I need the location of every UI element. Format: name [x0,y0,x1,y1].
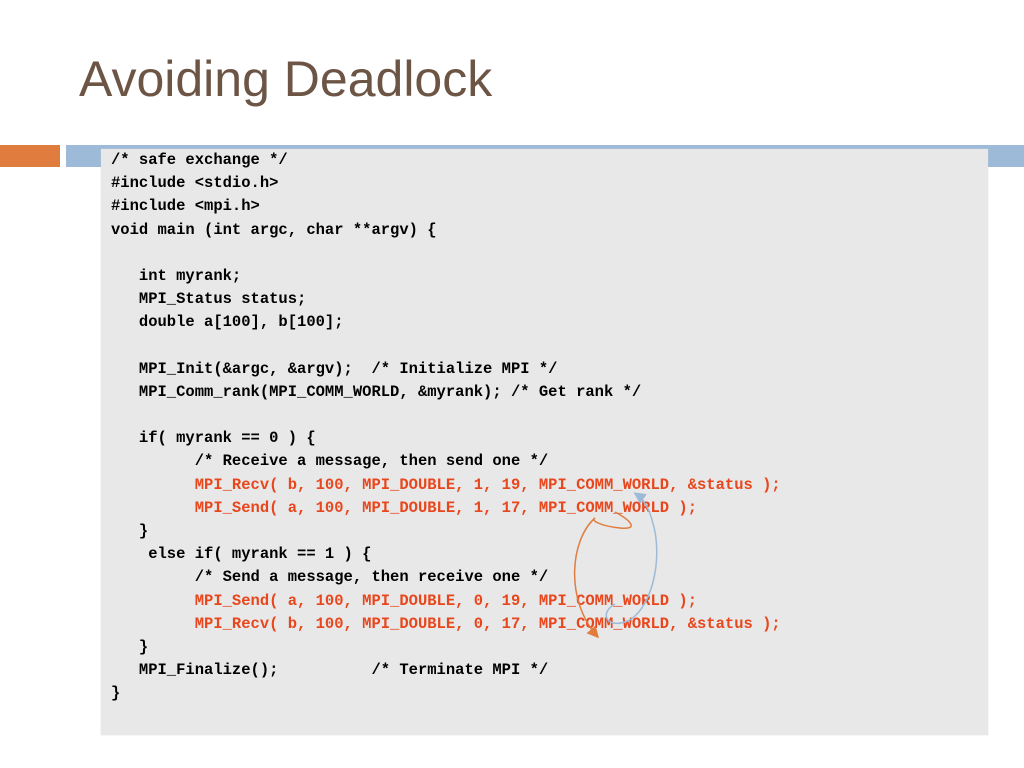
code-line: MPI_Status status; [111,290,307,309]
code-line: /* Send a message, then receive one */ [111,568,549,587]
code-line: /* Receive a message, then send one */ [111,452,549,471]
accent-bar [0,145,60,167]
slide-title: Avoiding Deadlock [79,51,493,107]
code-line: #include <stdio.h> [111,174,279,193]
code-line: else if( myrank == 1 ) { [111,545,372,564]
code-line: int myrank; [111,266,242,285]
code-line [111,335,781,358]
code-line: void main (int argc, char **argv) { [111,220,437,239]
code-line: double a[100], b[100]; [111,313,344,332]
code-line [111,404,781,427]
code-line: MPI_Send( a, 100, MPI_DOUBLE, 1, 17, MPI… [111,498,697,517]
code-line: MPI_Send( a, 100, MPI_DOUBLE, 0, 19, MPI… [111,591,697,610]
code-line: } [111,684,121,703]
code-line: MPI_Comm_rank(MPI_COMM_WORLD, &myrank); … [111,382,642,401]
code-line: MPI_Init(&argc, &argv); /* Initialize MP… [111,359,558,378]
code-line: #include <mpi.h> [111,197,260,216]
code-line [111,242,781,265]
code-line: if( myrank == 0 ) { [111,429,316,448]
code-line: MPI_Recv( b, 100, MPI_DOUBLE, 1, 19, MPI… [111,475,781,494]
code-line: MPI_Finalize(); /* Terminate MPI */ [111,661,549,680]
code-line: } [111,637,149,656]
code-line: MPI_Recv( b, 100, MPI_DOUBLE, 0, 17, MPI… [111,614,781,633]
code-line: } [111,522,149,540]
code-block-background [101,149,988,735]
code-block: /* safe exchange */ #include <stdio.h> #in… [111,149,781,706]
code-line: /* safe exchange */ [111,151,288,169]
